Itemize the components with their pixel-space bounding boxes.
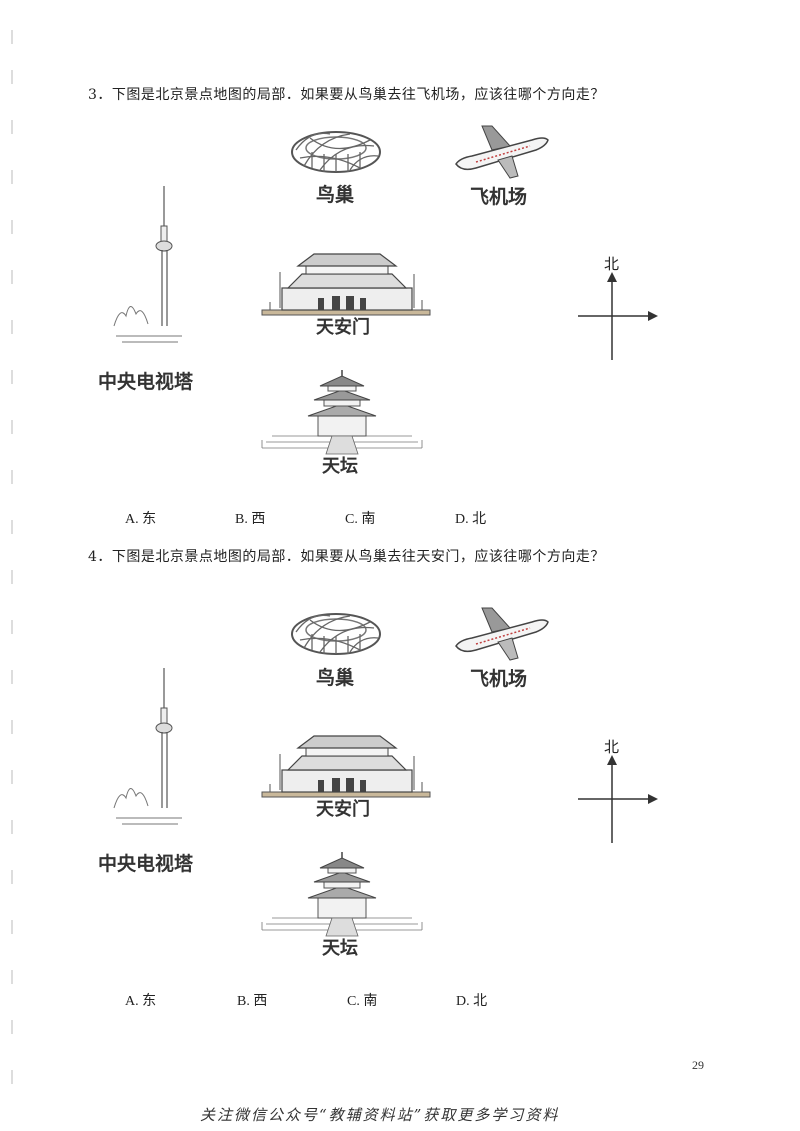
q4-option-b[interactable]: B. 西 — [237, 994, 268, 1009]
compass-arrows-icon — [578, 755, 658, 843]
label-tiananmen: 天安门 — [316, 317, 370, 338]
compass-arrows-icon — [578, 272, 658, 360]
q3-option-b[interactable]: B. 西 — [235, 512, 266, 527]
bird-nest-icon — [291, 131, 381, 173]
label-temple-of-heaven: 天坛 — [322, 456, 358, 477]
label-temple-of-heaven: 天坛 — [322, 938, 358, 959]
label-bird-nest: 鸟巢 — [316, 184, 355, 206]
q4-option-d[interactable]: D. 北 — [456, 994, 488, 1009]
airplane-icon — [455, 125, 549, 179]
question-3-text: 3．下图是北京景点地图的局部．如果要从鸟巢去往飞机场，应该往哪个方向走？ — [88, 87, 605, 103]
label-tiananmen: 天安门 — [316, 799, 370, 820]
label-airport: 飞机场 — [470, 186, 528, 208]
q4-option-a[interactable]: A. 东 — [125, 994, 157, 1009]
cctv-tower-icon — [113, 668, 182, 825]
compass-north-label: 北 — [604, 255, 620, 273]
cctv-tower-icon — [113, 186, 182, 343]
question-4-text: 4．下图是北京景点地图的局部．如果要从鸟巢去往天安门，应该往哪个方向走？ — [88, 549, 605, 565]
label-bird-nest: 鸟巢 — [316, 667, 355, 689]
binding-marks — [11, 30, 13, 1084]
tiananmen-icon — [261, 735, 431, 798]
temple-of-heaven-icon — [261, 852, 423, 937]
page-number: 29 — [692, 1058, 704, 1072]
bird-nest-icon — [291, 613, 381, 655]
label-airport: 飞机场 — [470, 668, 528, 690]
compass-north-label: 北 — [604, 738, 620, 756]
temple-of-heaven-icon — [261, 370, 423, 455]
q3-option-a[interactable]: A. 东 — [125, 512, 157, 527]
tiananmen-icon — [261, 253, 431, 316]
q3-option-c[interactable]: C. 南 — [345, 512, 376, 527]
q3-option-d[interactable]: D. 北 — [455, 512, 487, 527]
footer-note: 关注微信公众号“教辅资料站”获取更多学习资料 — [200, 1106, 560, 1124]
label-cctv-tower: 中央电视塔 — [98, 853, 194, 875]
q4-option-c[interactable]: C. 南 — [347, 994, 378, 1009]
label-cctv-tower: 中央电视塔 — [98, 371, 194, 393]
airplane-icon — [455, 607, 549, 661]
